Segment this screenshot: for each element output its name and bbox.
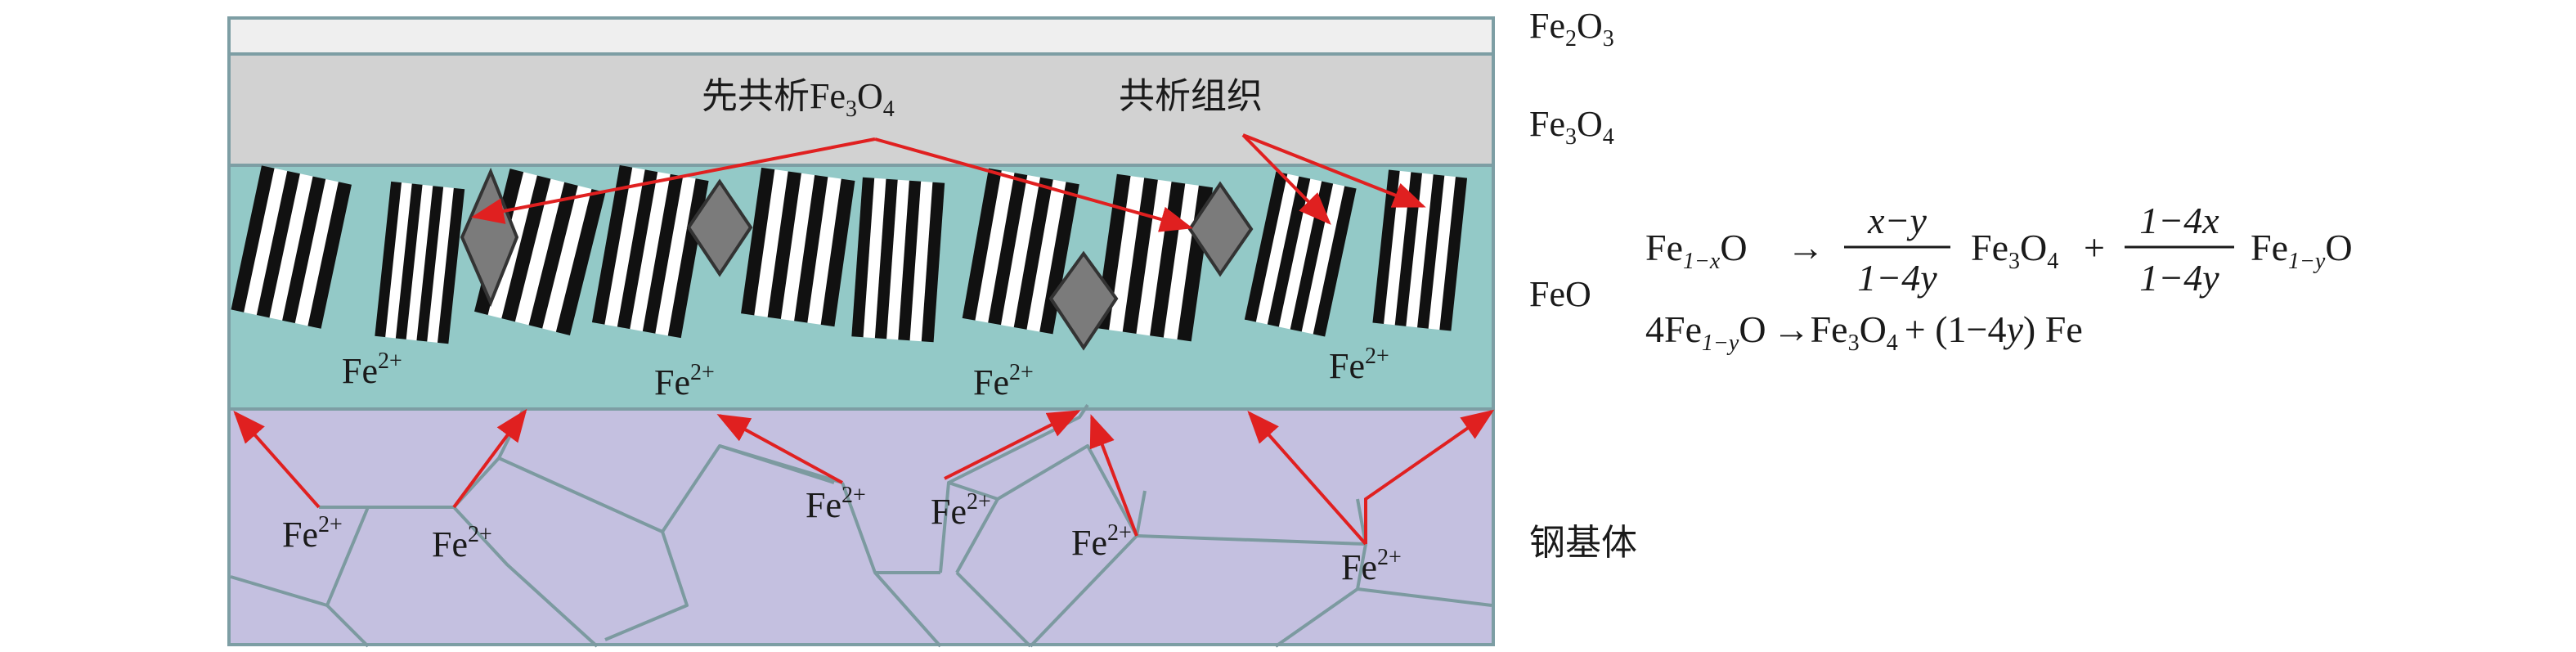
eq1-frac1-numerator: x−y (1867, 200, 1927, 241)
fe3o4-particle (1187, 181, 1254, 277)
fe-ion-label: Fe2+ (1329, 344, 1389, 386)
eq1-product2: Fe1−yO (2251, 227, 2353, 274)
fe3o4-particle (686, 178, 753, 277)
fe-ion-label: Fe2+ (342, 348, 402, 391)
fe3o4-layer (227, 52, 1495, 167)
fe-ion-label: Fe2+ (432, 522, 492, 564)
eq2-full: 4Fe1−yO→Fe3O4+ (1−4y) Fe (1645, 308, 2083, 356)
equation-1: Fe1−xO → x−y 1−4y Fe3O4 + 1−4x 1−4y Fe1−… (1645, 200, 2353, 299)
diffusion-arrow (1247, 411, 1367, 546)
fe-ion-label: Fe2+ (1071, 520, 1132, 563)
eutectoid-colony (851, 177, 945, 343)
fe-ion-label: Fe2+ (1341, 545, 1402, 587)
eutectoid-arrow-2 (1242, 133, 1426, 208)
fe-ions: Fe2+ Fe2+ Fe2+ Fe2+ Fe2+ Fe2+ Fe2+ Fe2+ … (282, 344, 1402, 587)
fe2o3-layer (227, 16, 1495, 56)
diffusion-arrow (716, 414, 843, 484)
eq1-plus: + (2084, 227, 2105, 268)
eutectoid-colony (474, 169, 606, 335)
eutectoid-colony (962, 168, 1079, 335)
eutectoid-colony (741, 167, 855, 327)
feo-layer-label: FeO (1529, 274, 1591, 314)
arrows (233, 133, 1495, 546)
diffusion-arrow (452, 408, 527, 509)
diffusion-arrow (233, 411, 321, 509)
fe-ion-label: Fe2+ (282, 512, 343, 555)
eq1-arrow: → (1787, 227, 1824, 268)
steel-matrix-label: 钢基体 (1529, 523, 1637, 563)
fe-ion-label: Fe2+ (806, 483, 866, 525)
fe-ion-label: Fe2+ (654, 360, 715, 402)
fe-ion-label: Fe2+ (973, 360, 1034, 402)
eutectoid-arrow-1 (1241, 133, 1331, 225)
proeutectoid-arrow-left (471, 137, 876, 224)
eutectoid-structure-label: 共析组织 (1119, 76, 1263, 116)
eutectoid-colony (375, 181, 465, 344)
diffusion-arrow (1089, 414, 1138, 537)
eq1-product1: Fe3O4 (1971, 227, 2058, 274)
eq1-reactant: Fe1−xO (1645, 227, 1748, 274)
equation-2: 4Fe1−yO→Fe3O4+ (1−4y) Fe (1645, 308, 2083, 356)
diffusion-arrow (1364, 409, 1495, 544)
proeutectoid-arrow-right (874, 137, 1193, 232)
eq1-frac2-numerator: 1−4x (2139, 200, 2219, 241)
eutectoid-colony (1372, 169, 1468, 331)
eutectoid-structures (231, 164, 1468, 344)
eutectoid-colony (231, 165, 352, 329)
eutectoid-colony (591, 164, 709, 339)
proeutectoid-fe3o4-label: 先共析Fe3O4 (702, 76, 895, 122)
fe3o4-particle (1048, 250, 1119, 351)
steel-matrix-layer (227, 407, 1495, 646)
diffusion-arrow (944, 410, 1081, 480)
fe-ion-label: Fe2+ (931, 489, 991, 532)
eq1-frac1-denominator: 1−4y (1857, 257, 1937, 299)
eq1-frac2-denominator: 1−4y (2139, 257, 2219, 299)
fe3o4-layer-label: Fe3O4 (1529, 104, 1614, 150)
fe2o3-layer-label: Fe2O3 (1529, 6, 1614, 52)
